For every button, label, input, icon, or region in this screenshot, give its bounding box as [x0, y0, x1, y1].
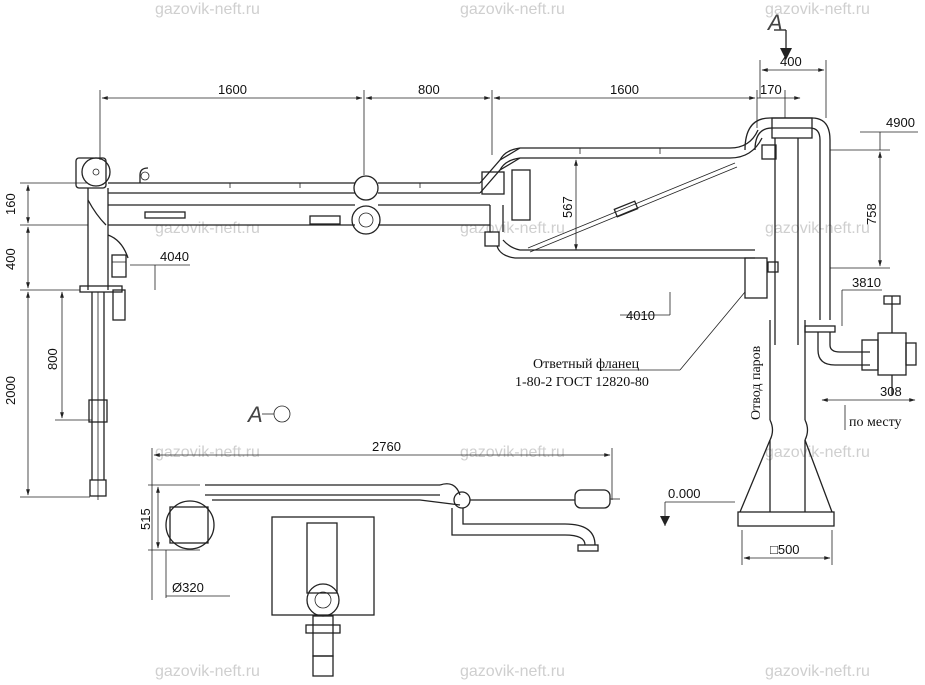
watermark-text: gazovik-neft.ru: [765, 663, 870, 680]
view-a-label-plan: A: [246, 402, 263, 427]
watermark-text: gazovik-neft.ru: [460, 220, 565, 237]
dim-1600-right: 1600: [610, 82, 639, 97]
dim-4010: 4010: [626, 308, 655, 323]
watermark-text: gazovik-neft.ru: [155, 1, 260, 18]
dim-diameter-320: Ø320: [172, 580, 204, 595]
watermark-text: gazovik-neft.ru: [155, 444, 260, 461]
dim-160: 160: [3, 193, 18, 215]
right-stand-column: [737, 117, 917, 527]
dim-2760: 2760: [372, 439, 401, 454]
on-site-label: по месту: [849, 415, 902, 430]
dim-758: 758: [864, 203, 879, 225]
watermark-text: gazovik-neft.ru: [460, 663, 565, 680]
watermark-text: gazovik-neft.ru: [765, 220, 870, 237]
dim-4900: 4900: [886, 115, 915, 130]
view-markers: A A: [246, 10, 783, 427]
dim-square-500: □500: [770, 542, 800, 557]
dim-3810: 3810: [852, 275, 881, 290]
watermark-text: gazovik-neft.ru: [460, 444, 565, 461]
view-direction-icon: [273, 405, 291, 423]
dim-170: 170: [760, 82, 782, 97]
watermark-text: gazovik-neft.ru: [155, 663, 260, 680]
dimension-lines: [20, 29, 918, 600]
dim-2000: 2000: [3, 376, 18, 405]
annotation-notes: Ответный фланец 1-80-2 ГОСТ 12820-80 Отв…: [515, 345, 902, 430]
plan-view: [165, 483, 620, 677]
dim-800-top: 800: [418, 82, 440, 97]
flange-note-line1: Ответный фланец: [533, 357, 640, 372]
dim-4040: 4040: [160, 249, 189, 264]
left-riser-column: [75, 157, 129, 500]
view-a-label-top: A: [766, 10, 783, 35]
watermark-text: gazovik-neft.ru: [460, 1, 565, 18]
watermarks: gazovik-neft.ru gazovik-neft.ru gazovik-…: [155, 1, 870, 680]
watermark-text: gazovik-neft.ru: [765, 444, 870, 461]
dimension-texts: 1600 800 1600 170 400 4900 160 400 4040 …: [3, 54, 915, 595]
dim-800-vertical: 800: [45, 348, 60, 370]
dim-1600-left: 1600: [218, 82, 247, 97]
dim-308: 308: [880, 384, 902, 399]
dim-elevation-zero: 0.000: [668, 486, 701, 501]
dim-567: 567: [560, 196, 575, 218]
upper-boom-arm: [108, 129, 763, 259]
watermark-text: gazovik-neft.ru: [765, 1, 870, 18]
dim-515: 515: [138, 508, 153, 530]
dim-400-top: 400: [780, 54, 802, 69]
dim-400-left: 400: [3, 248, 18, 270]
flange-note-line2: 1-80-2 ГОСТ 12820-80: [515, 375, 649, 390]
watermark-text: gazovik-neft.ru: [155, 220, 260, 237]
vapor-outlet-label: Отвод паров: [749, 345, 764, 420]
